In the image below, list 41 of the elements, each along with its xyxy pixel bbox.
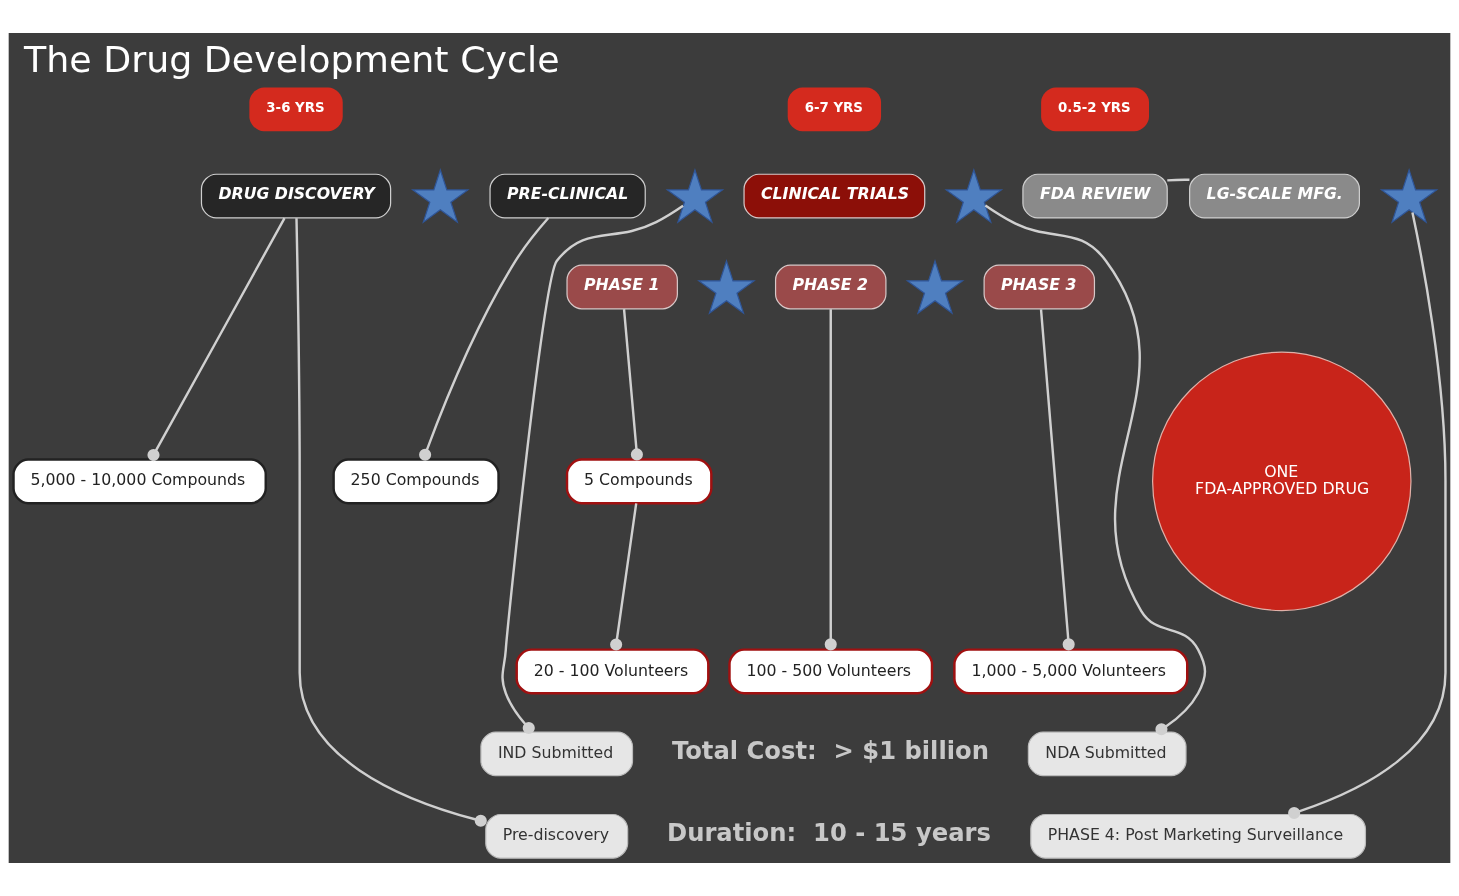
label: 6-7 YRS [804, 99, 863, 115]
node-box: NDA Submitted [1027, 731, 1187, 777]
connector [419, 217, 550, 461]
node-box: PHASE 4: Post Marketing Surveillance [1030, 813, 1367, 859]
node-box: 100 - 500 Volunteers [728, 648, 934, 695]
connector [622, 309, 643, 461]
connector [1167, 178, 1190, 182]
node-box: PHASE 1 [566, 264, 678, 310]
node-star [697, 259, 756, 315]
node-box: 5,000 - 10,000 Compounds [12, 458, 267, 505]
connector [610, 503, 638, 651]
node-box: Pre-discovery [485, 813, 629, 859]
node-box: 5 Compounds [565, 458, 713, 505]
node-box: PRE-CLINICAL [489, 173, 646, 219]
label: Total Cost: > $1 billion [671, 735, 989, 765]
node-box: PHASE 2 [774, 264, 887, 310]
node-box: 1,000 - 5,000 Volunteers [953, 648, 1189, 695]
node-box: CLINICAL TRIALS [743, 173, 926, 219]
connector [824, 309, 837, 651]
node-star [905, 259, 965, 315]
label: 0.5-2 YRS [1058, 99, 1131, 115]
connector [295, 218, 487, 827]
node-star [1379, 168, 1439, 224]
node-circle: ONE FDA-APPROVED DRUG [1152, 351, 1412, 612]
connector [1039, 309, 1075, 651]
node-star [944, 168, 1004, 224]
node-star [665, 168, 725, 224]
node-star [410, 168, 470, 224]
label: 3-6 YRS [266, 99, 325, 115]
node-box: 250 Compounds [332, 458, 500, 505]
node-box: FDA REVIEW [1022, 173, 1168, 219]
node-box: IND Submitted [480, 731, 634, 777]
label: Duration: 10 - 15 years [667, 818, 991, 848]
connector [147, 217, 286, 462]
connector [1288, 212, 1447, 820]
node-box: PHASE 3 [983, 264, 1096, 310]
node-box: LG-SCALE MFG. [1189, 173, 1360, 219]
diagram-title: The Drug Development Cycle [24, 37, 560, 81]
node-box: DRUG DISCOVERY [200, 173, 392, 219]
connector [501, 204, 684, 734]
node-box: 20 - 100 Volunteers [515, 648, 710, 695]
